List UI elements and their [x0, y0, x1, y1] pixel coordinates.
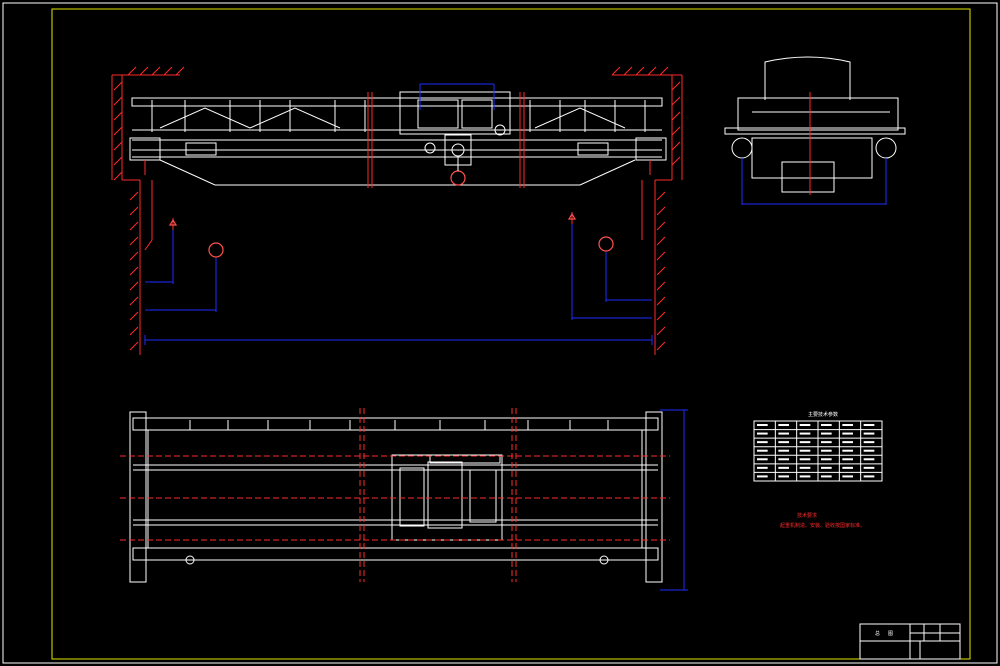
tech-table-cell-mark — [842, 424, 853, 426]
tech-table-cell-mark — [757, 424, 768, 426]
tech-table-cell-mark — [863, 458, 875, 461]
tech-table-cell-mark — [842, 449, 853, 452]
hook-limit-markers — [168, 212, 614, 258]
title-block-label-1: 总 — [875, 630, 880, 637]
tech-table-cell-mark — [799, 458, 811, 461]
tech-table-cell-mark — [778, 458, 789, 461]
tech-parameter-table: 主要技术参数 — [753, 411, 883, 482]
trolley — [399, 91, 511, 166]
tech-table-cell-mark — [821, 432, 832, 435]
right-wall-hatch — [611, 66, 683, 355]
tech-table-cell-mark — [821, 449, 832, 452]
note-text: 起重机制造、安装、验收按国家标准。 — [780, 522, 865, 529]
tech-table-cell-mark — [842, 458, 853, 461]
tech-table-title: 主要技术参数 — [808, 411, 838, 418]
drawing-border — [51, 8, 971, 660]
tech-table-cell-mark — [842, 432, 853, 435]
tech-table-cell-mark — [863, 441, 875, 444]
tech-table-cell-mark — [799, 424, 811, 426]
tech-table-cell-mark — [863, 475, 875, 478]
tech-table-grid — [753, 420, 883, 482]
tech-table-cell-mark — [799, 449, 811, 452]
note-title: 技术要求 — [797, 512, 817, 519]
tech-table-cell-mark — [821, 475, 832, 478]
tech-table-cell-mark — [757, 432, 768, 435]
tech-table-cell-mark — [778, 432, 789, 435]
plan-dimension — [660, 409, 688, 591]
tech-table-cell-mark — [799, 441, 811, 444]
tech-table-cell-mark — [778, 449, 789, 452]
plan-centerlines — [120, 408, 670, 582]
front-elevation-view — [111, 66, 683, 355]
tech-table-cell-mark — [821, 458, 832, 461]
tech-table-cell-mark — [778, 441, 789, 444]
title-block — [859, 623, 961, 660]
title-block-label-2: 图 — [888, 631, 893, 637]
tech-table-cell-mark — [821, 424, 832, 426]
tech-table-cell-mark — [757, 458, 768, 461]
tech-table-cell-mark — [842, 475, 853, 478]
tech-table-cell-mark — [821, 441, 832, 444]
tech-table-cell-mark — [778, 466, 789, 469]
tech-table-cell-mark — [863, 432, 875, 435]
tech-table-cell-mark — [757, 466, 768, 469]
front-dimensions — [144, 83, 653, 345]
tech-table-cell-mark — [842, 441, 853, 444]
tech-table-cell-mark — [863, 449, 875, 452]
left-wall-hatch — [111, 66, 185, 355]
side-elevation-view — [724, 56, 906, 205]
bridge-girder — [129, 97, 667, 186]
tech-table-cell-mark — [863, 466, 875, 469]
tech-table-cell-mark — [799, 432, 811, 435]
tech-table-cell-mark — [842, 466, 853, 469]
tech-table-cell-mark — [757, 475, 768, 478]
tech-table-cell-mark — [799, 466, 811, 469]
tech-table-cell-mark — [778, 475, 789, 478]
tech-table-cell-mark — [863, 424, 875, 426]
tech-table-cell-mark — [778, 424, 789, 426]
tech-table-cell-mark — [799, 475, 811, 478]
hook-block — [450, 143, 466, 186]
tech-table-cell-mark — [757, 449, 768, 452]
tech-table-cell-mark — [757, 441, 768, 444]
tech-table-cell-mark — [821, 466, 832, 469]
